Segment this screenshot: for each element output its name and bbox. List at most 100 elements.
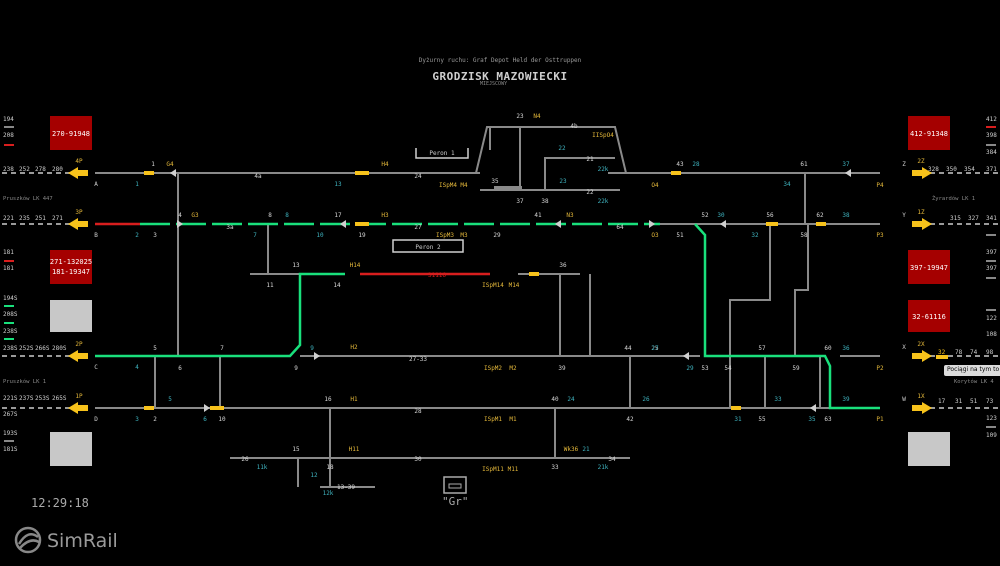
- track-label: 327: [968, 215, 979, 222]
- track-label: 6: [203, 416, 207, 423]
- track-label: 253S: [35, 395, 50, 402]
- gr-control-box[interactable]: [443, 476, 467, 494]
- track-n4-loop[interactable]: [475, 126, 627, 174]
- letter-x: X: [902, 344, 906, 351]
- track-label: 24: [567, 396, 575, 403]
- track-element[interactable]: [731, 406, 741, 410]
- signal-3p-arrow[interactable]: [68, 218, 88, 230]
- point-marker[interactable]: [170, 169, 176, 177]
- train-box-right-mid[interactable]: [908, 250, 950, 284]
- signal-2x-arrow[interactable]: [912, 350, 932, 362]
- xover-57[interactable]: [729, 224, 771, 408]
- track-element[interactable]: [671, 171, 681, 175]
- track-label: 43: [676, 161, 684, 168]
- point-marker[interactable]: [204, 404, 210, 412]
- track-label: 36: [842, 345, 850, 352]
- track-element[interactable]: [494, 186, 522, 190]
- signal-1z-label: 1Z: [917, 209, 925, 216]
- track-label: 266S: [35, 345, 50, 352]
- point-marker[interactable]: [845, 169, 851, 177]
- track-label: 38: [842, 212, 850, 219]
- track-element[interactable]: [144, 171, 154, 175]
- track-label: 12: [310, 472, 318, 479]
- sig-m11: M11: [508, 466, 519, 473]
- train-box-left-top[interactable]: [50, 116, 92, 150]
- track-label: 278: [35, 166, 46, 173]
- track-element[interactable]: [766, 222, 778, 226]
- track-element[interactable]: [144, 406, 154, 410]
- signal-1p-label: 1P: [75, 393, 83, 400]
- track-label: 4: [178, 212, 182, 219]
- train-box-right-low[interactable]: [908, 300, 950, 332]
- track-label: 181S: [3, 446, 18, 453]
- track-label: 1: [151, 161, 155, 168]
- track-label: 238S: [3, 328, 18, 335]
- signal-1z-arrow[interactable]: [912, 218, 932, 230]
- route-c-main: [95, 272, 345, 358]
- point-marker[interactable]: [314, 352, 320, 360]
- sig-iispo4: IISpO4: [592, 132, 614, 139]
- track-label: 14: [333, 282, 341, 289]
- track-label: 39: [558, 365, 566, 372]
- track-element[interactable]: [210, 406, 224, 410]
- letter-c: C: [94, 364, 98, 371]
- letter-d: D: [94, 416, 98, 423]
- track-label: 13-39: [337, 484, 355, 491]
- track-label: 52: [701, 212, 709, 219]
- point-marker[interactable]: [720, 220, 726, 228]
- track-label: 384: [986, 149, 997, 156]
- point-marker[interactable]: [177, 220, 183, 228]
- track-label: 350: [946, 166, 957, 173]
- track-label: 9: [294, 365, 298, 372]
- track-label: 60: [824, 345, 832, 352]
- track-element[interactable]: [936, 355, 948, 359]
- track-label: 354: [964, 166, 975, 173]
- track-label: 54: [724, 365, 732, 372]
- point-marker[interactable]: [555, 220, 561, 228]
- track-label: 23: [516, 113, 524, 120]
- signal-4p-label: 4P: [75, 158, 83, 165]
- point-marker[interactable]: [649, 220, 655, 228]
- train-box-left-bottom[interactable]: [50, 432, 92, 466]
- track-element[interactable]: [816, 222, 826, 226]
- track-label: 41: [534, 212, 542, 219]
- track-element[interactable]: [448, 483, 462, 489]
- track-label: 5: [153, 345, 157, 352]
- train-box-right-bottom[interactable]: [908, 432, 950, 466]
- track-label: 13: [292, 262, 300, 269]
- track-label: 53: [701, 365, 709, 372]
- track-element[interactable]: [529, 272, 539, 276]
- track-label: 328: [928, 166, 939, 173]
- track-label: 3: [135, 416, 139, 423]
- track-label: 181: [3, 249, 14, 256]
- track-label: 13: [334, 181, 342, 188]
- train-left-top: 270-91948: [52, 130, 90, 138]
- xover-62[interactable]: [794, 224, 809, 356]
- sig-h1: H1: [350, 396, 358, 403]
- sig-ispm2: ISpM2: [484, 365, 502, 372]
- signal-4p-arrow[interactable]: [68, 167, 88, 179]
- train-box-left-low[interactable]: [50, 300, 92, 332]
- track-22-spur[interactable]: [544, 157, 615, 190]
- signal-2p-arrow[interactable]: [68, 350, 88, 362]
- point-marker[interactable]: [340, 220, 346, 228]
- train-box-right-top[interactable]: [908, 116, 950, 150]
- track-label: 208: [3, 132, 14, 139]
- platform-2-outline: [392, 239, 464, 253]
- point-marker[interactable]: [683, 352, 689, 360]
- track-label: 194S: [3, 295, 18, 302]
- track-label: 252: [19, 166, 30, 173]
- train-box-left-mid[interactable]: [50, 250, 92, 284]
- letter-b: B: [94, 232, 98, 239]
- point-marker[interactable]: [810, 404, 816, 412]
- sig-m3: M3: [460, 232, 468, 239]
- signal-1p-arrow[interactable]: [68, 402, 88, 414]
- track-element[interactable]: [355, 222, 369, 226]
- track-element[interactable]: [355, 171, 369, 175]
- track-label: 30: [414, 456, 422, 463]
- track-label: 26: [241, 456, 249, 463]
- gr-mode-label[interactable]: "Gr": [442, 495, 469, 508]
- signal-1x-arrow[interactable]: [912, 402, 932, 414]
- signal-2z-arrow[interactable]: [912, 167, 932, 179]
- track-label: 27-33: [409, 356, 427, 363]
